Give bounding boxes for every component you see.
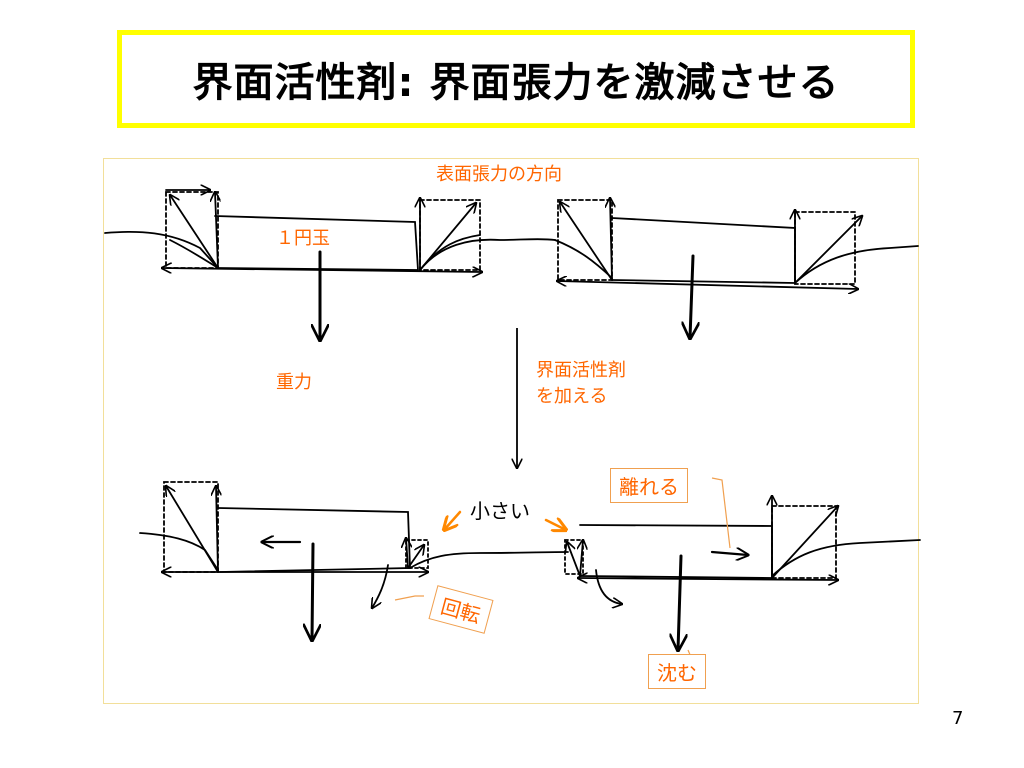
- bottom-left-coin-sketch: [139, 481, 569, 640]
- figure-frame: [103, 158, 919, 704]
- label-gravity: 重力: [276, 372, 312, 393]
- water-surface-line: [771, 539, 921, 577]
- water-surface-line: [794, 245, 919, 284]
- callout-sink: 沈む: [648, 654, 706, 689]
- coin-outline: [611, 217, 796, 284]
- top-right-coin-sketch: [554, 198, 919, 338]
- title-box: 界面活性剤: 界面張力を激減させる: [117, 30, 915, 128]
- label-surface-tension-direction: 表面張力の方向: [436, 164, 562, 185]
- top-left-coin-sketch: [104, 190, 556, 340]
- slide-title: 界面活性剤: 界面張力を激減させる: [192, 60, 840, 106]
- water-surface-line: [409, 551, 569, 569]
- bottom-right-coin-sketch: [564, 496, 921, 650]
- coin-outline: [579, 524, 773, 579]
- orange-pointer-arrows: [444, 510, 566, 530]
- water-surface-line: [554, 239, 613, 279]
- label-coin: １円玉: [276, 228, 330, 249]
- label-add-surfactant-line1: 界面活性剤: [536, 360, 626, 381]
- water-surface-line: [104, 230, 219, 269]
- water-surface-line: [419, 238, 556, 271]
- label-add-surfactant-line2: を加える: [536, 386, 608, 407]
- page-number: 7: [952, 708, 964, 729]
- callout-separate: 離れる: [610, 468, 688, 503]
- label-small: 小さい: [470, 499, 530, 523]
